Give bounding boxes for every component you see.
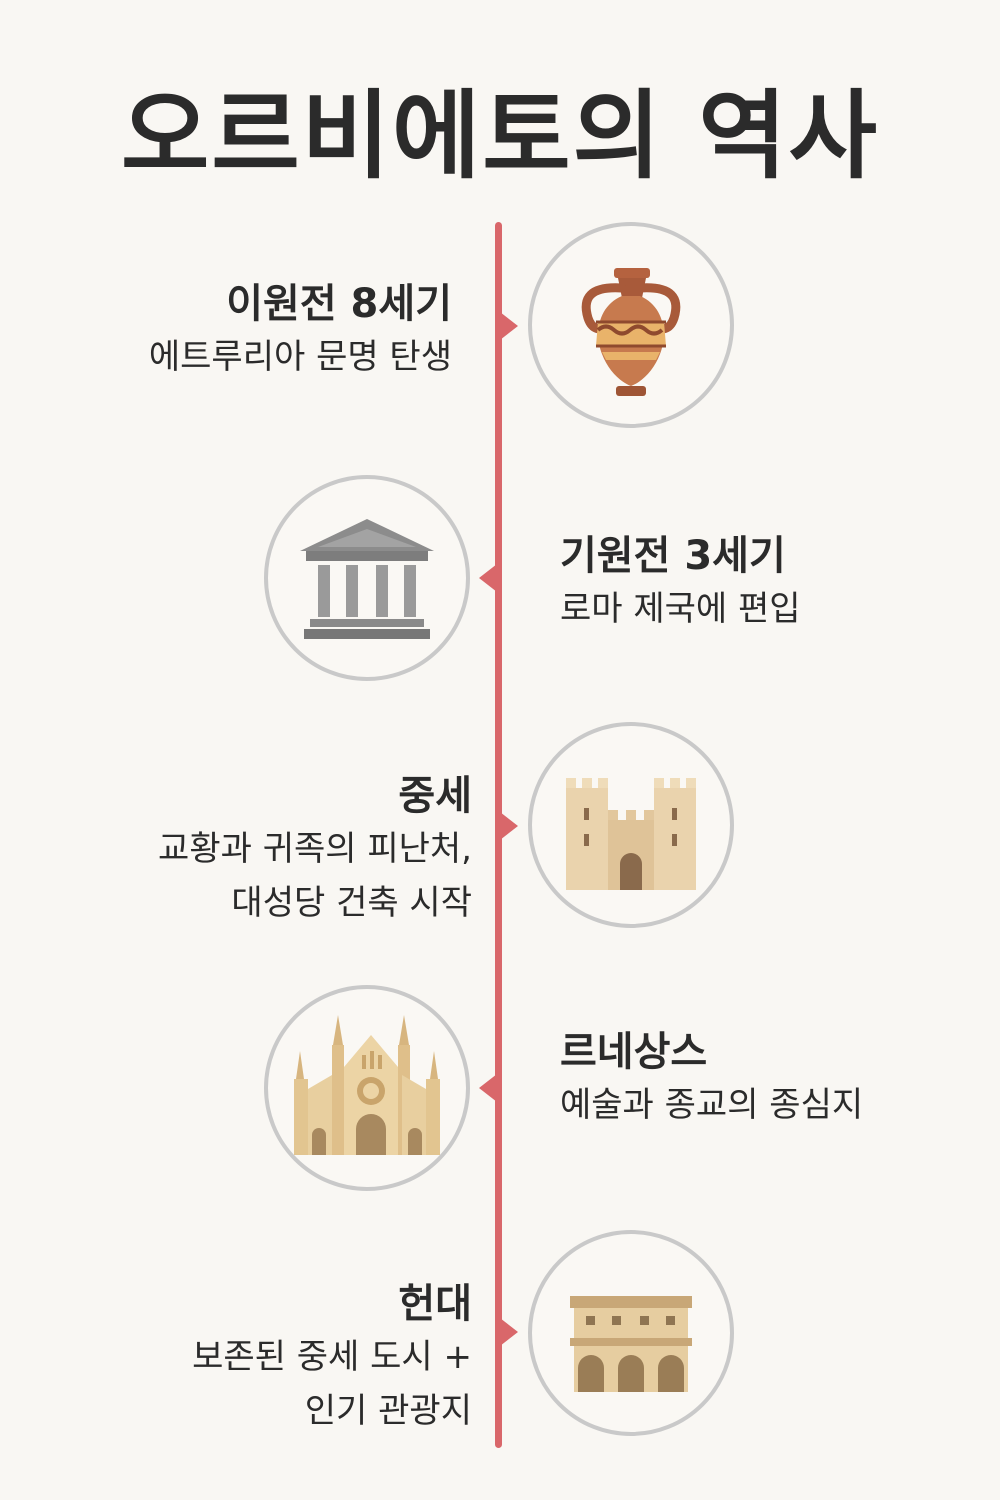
- palazzo-icon: [570, 1296, 692, 1392]
- timeline-marker: [500, 812, 518, 840]
- event-4: 르네상스 예술과 종교의 종심지: [560, 1026, 980, 1132]
- event-5: 헌대 보존된 중세 도시 + 인기 관광지: [12, 1278, 472, 1438]
- event-2-description: 로마 제국에 편입: [560, 589, 801, 629]
- timeline-marker: [479, 564, 497, 592]
- event-4-description: 예술과 종교의 종심지: [560, 1085, 864, 1125]
- event-3: 중세 교황과 귀족의 피난처, 대성당 건축 시작: [12, 770, 472, 930]
- event-1: 이원전 8세기 에트루리아 문명 탄생: [12, 278, 452, 384]
- event-4-icon-circle: [264, 985, 470, 1191]
- event-3-description: 교황과 귀족의 피난처, 대성당 건축 시작: [158, 829, 472, 923]
- event-1-icon-circle: [528, 222, 734, 428]
- event-1-description: 에트루리아 문명 탄생: [148, 337, 452, 377]
- page-title: 오르비에토의 역사: [121, 80, 879, 192]
- event-1-period: 이원전 8세기: [226, 281, 452, 327]
- event-2-period: 기원전 3세기: [560, 533, 786, 579]
- event-5-period: 헌대: [398, 1281, 472, 1327]
- event-4-period: 르네상스: [560, 1029, 708, 1075]
- cathedral-icon: [294, 1015, 440, 1155]
- castle-icon: [566, 778, 696, 890]
- timeline-line: [495, 222, 502, 1448]
- temple-icon: [300, 519, 434, 639]
- event-5-icon-circle: [528, 1230, 734, 1436]
- event-5-description: 보존된 중세 도시 + 인기 관광지: [192, 1337, 472, 1431]
- amphora-icon: [581, 268, 681, 396]
- event-3-period: 중세: [398, 773, 472, 819]
- timeline-marker: [500, 1318, 518, 1346]
- event-2-icon-circle: [264, 475, 470, 681]
- event-3-icon-circle: [528, 722, 734, 928]
- timeline-marker: [479, 1074, 497, 1102]
- event-2: 기원전 3세기 로마 제국에 편입: [560, 530, 980, 636]
- timeline-marker: [500, 312, 518, 340]
